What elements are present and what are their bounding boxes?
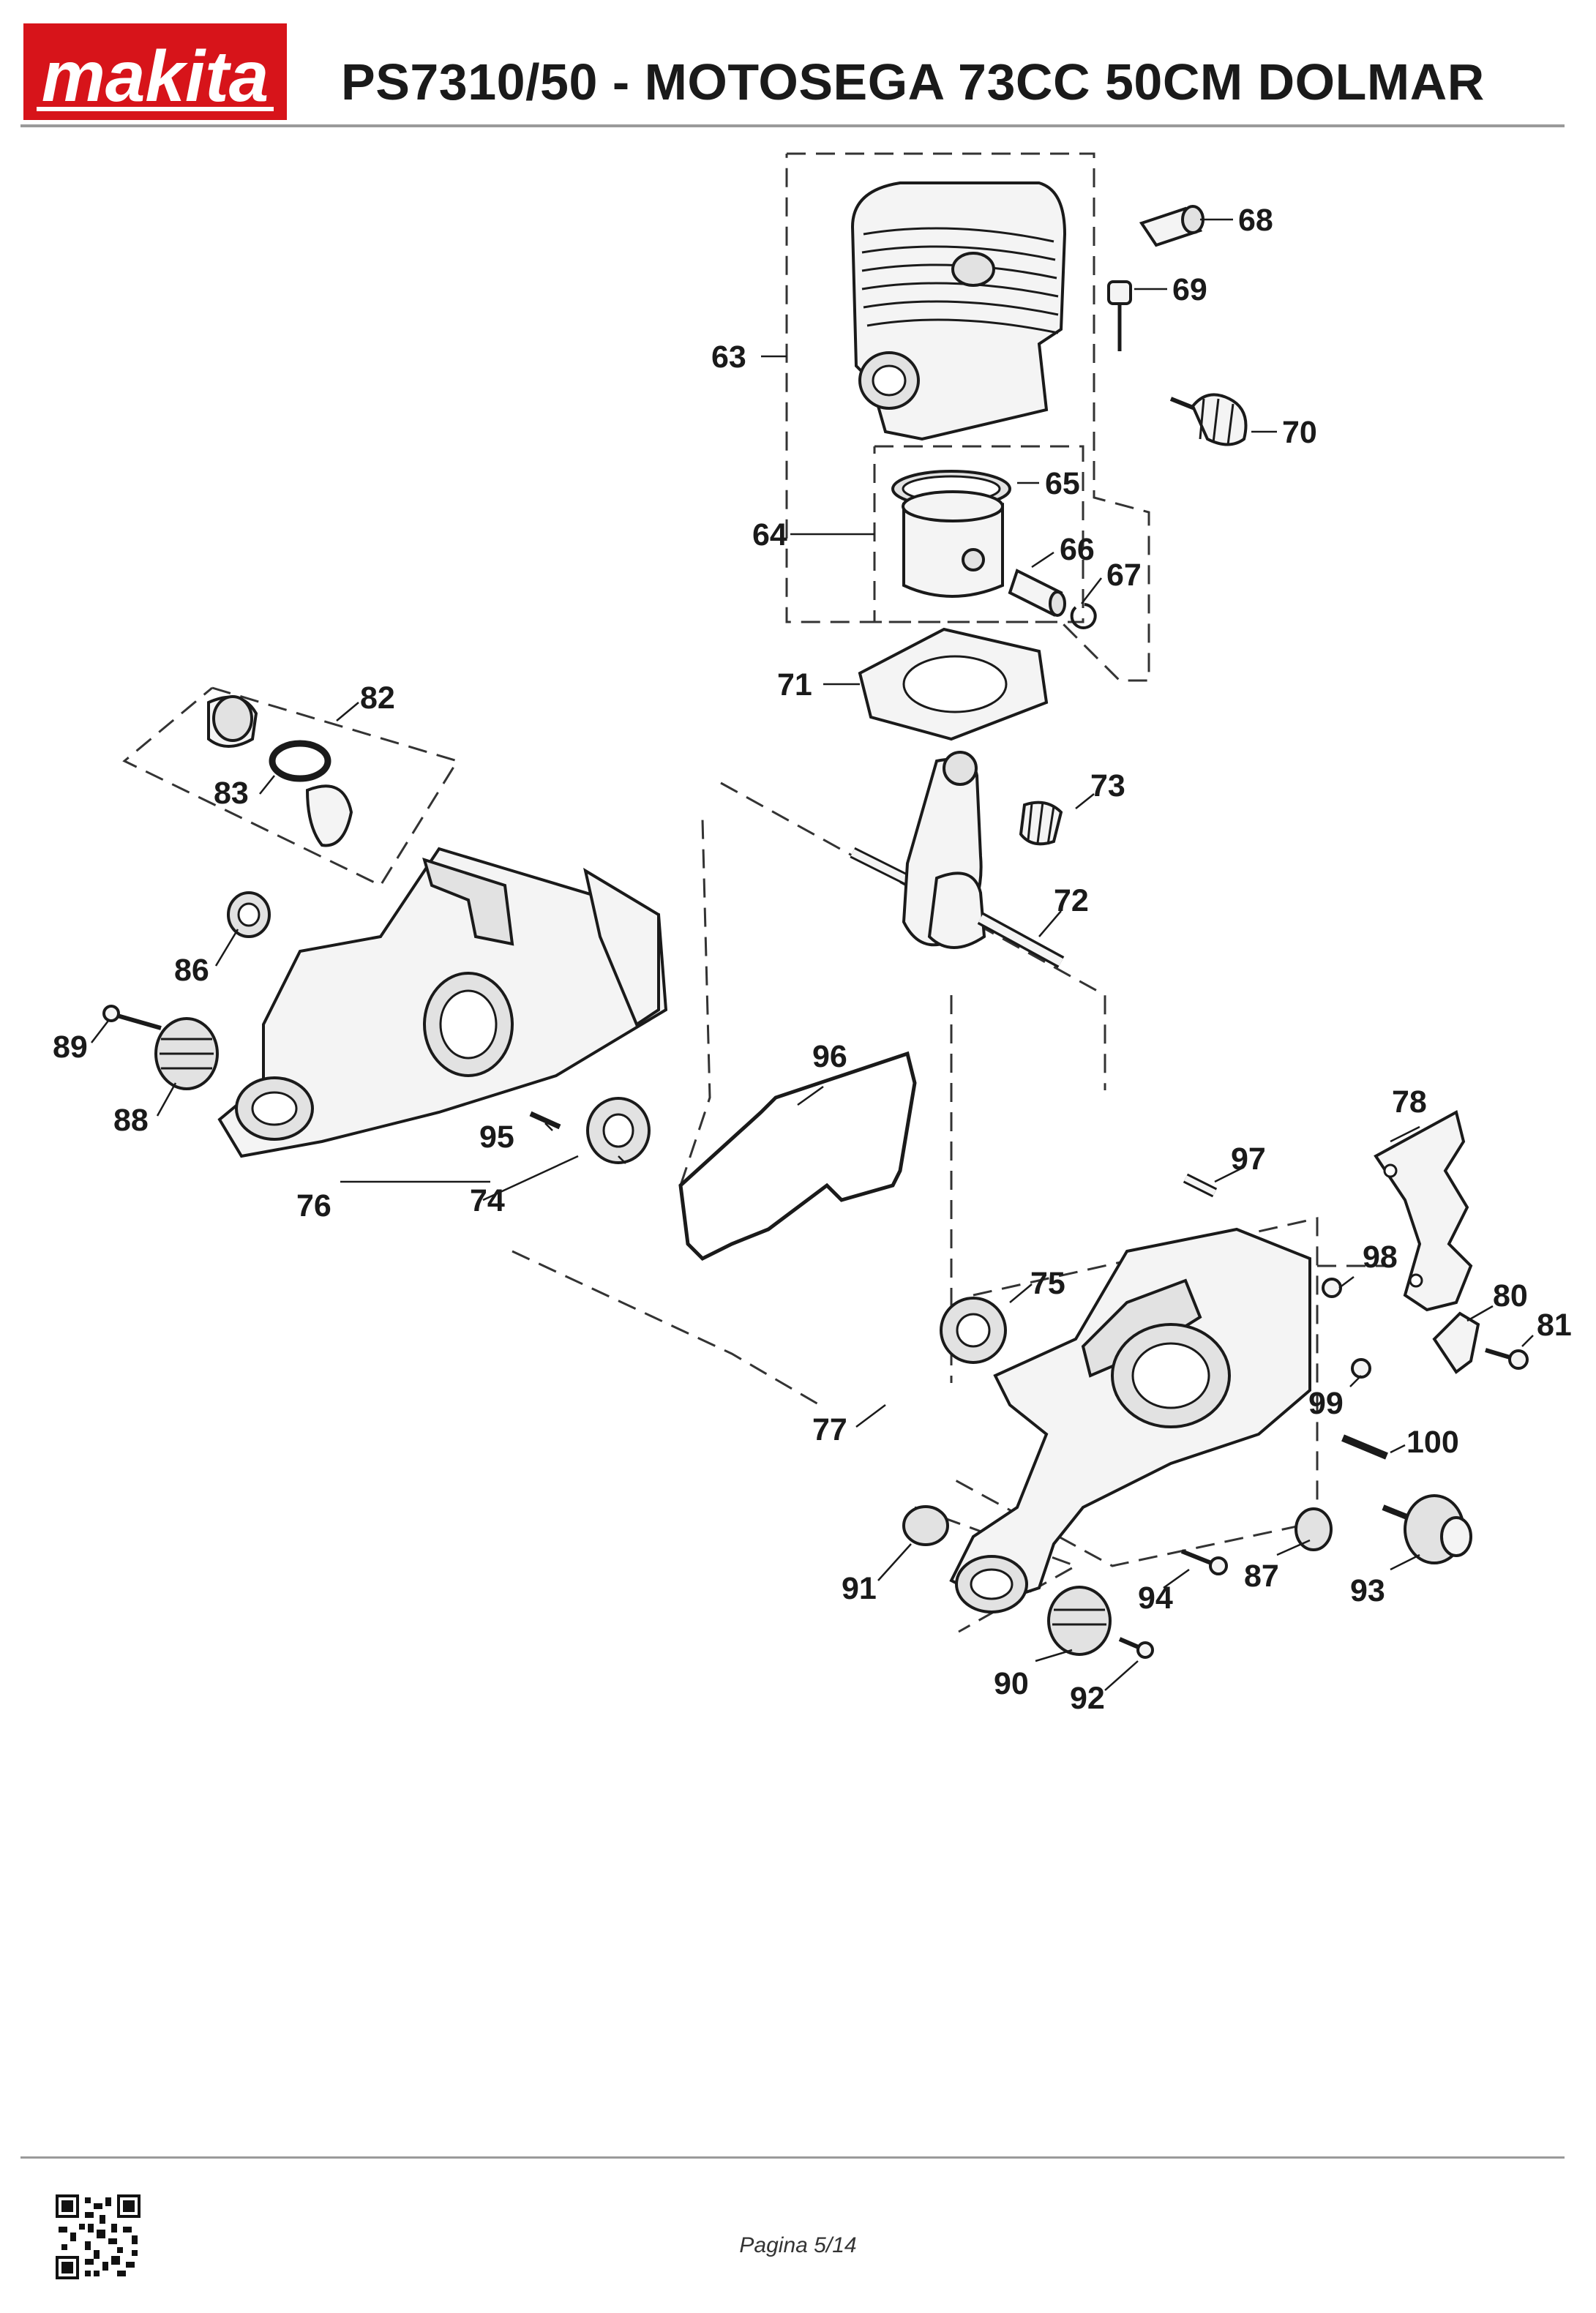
buffer-87-part [1295,1507,1333,1551]
piston-part [891,470,1011,598]
callout-86: 86 [174,953,209,988]
buffer-88-part [154,1017,219,1090]
circlip-part [1070,603,1097,629]
callout-83: 83 [214,776,249,811]
right-crankcase-part [949,1227,1311,1613]
oil-pump-part [207,695,353,847]
callout-100: 100 [1406,1425,1459,1460]
gasket-71-part [858,627,1049,741]
callout-73: 73 [1090,768,1125,803]
logo-wordmark: makita [42,36,269,116]
callout-87: 87 [1244,1559,1279,1594]
callout-95: 95 [479,1120,514,1155]
gasket-96-part [678,1051,917,1262]
spring-70-part [1169,393,1248,446]
leader-lines [91,218,1534,1691]
plate-80-part [1432,1311,1480,1374]
nut-98-part [1322,1278,1342,1298]
needle-bearing-part [1019,801,1063,846]
screw-94-part [1180,1549,1228,1575]
page-title: PS7310/50 - MOTOSEGA 73CC 50CM DOLMAR [341,53,1485,110]
callout-93: 93 [1350,1573,1385,1608]
callout-99: 99 [1308,1386,1344,1421]
callout-71: 71 [777,667,812,702]
callout-81: 81 [1537,1308,1572,1343]
screw-69-part [1107,280,1132,351]
buffer-90-part [1047,1586,1112,1656]
spike-bumper-part [1374,1110,1473,1312]
seal-91-part [902,1505,949,1546]
stud-100-part [1341,1434,1388,1460]
callout-67: 67 [1106,558,1142,593]
callout-63: 63 [711,340,746,375]
callout-89: 89 [53,1030,88,1065]
callout-78: 78 [1392,1084,1427,1120]
buffer-93-part [1382,1494,1472,1564]
callout-82: 82 [360,681,395,716]
pin-95-part [529,1111,561,1130]
callout-98: 98 [1363,1240,1398,1275]
logo-underline [37,107,274,111]
makita-logo: makita [23,23,287,120]
page-number: Pagina 5/14 [739,2233,857,2257]
bearing-75-part [940,1297,1007,1364]
footer-divider [20,2156,1565,2159]
header-divider [20,124,1565,127]
screw-89-part [102,1005,162,1030]
cylinder-part [850,181,1067,441]
qr-code-icon [53,2192,143,2282]
callout-88: 88 [113,1103,149,1138]
logo-background [23,23,287,120]
callout-74: 74 [470,1183,505,1218]
piston-pin-part [1008,569,1066,617]
callout-69: 69 [1172,272,1207,307]
callout-92: 92 [1070,1681,1105,1716]
callout-64: 64 [752,517,787,552]
callout-90: 90 [994,1666,1029,1701]
small-fasteners [902,1173,1529,1659]
callout-66: 66 [1060,532,1095,567]
bearing-74-part [586,1097,651,1164]
callout-75: 75 [1030,1266,1065,1301]
callout-76: 76 [296,1188,331,1223]
callout-94: 94 [1138,1581,1173,1616]
callout-77: 77 [812,1412,847,1447]
callout-labels: 63 64 65 66 67 68 69 70 71 72 73 74 75 7… [53,203,1572,1716]
screw-81-part [1485,1348,1529,1370]
oil-seal-86-part [227,891,271,938]
callout-70: 70 [1282,415,1317,450]
decompression-valve-part [1139,205,1205,247]
nut-99-part [1351,1358,1371,1379]
callout-97: 97 [1231,1141,1266,1177]
callout-68: 68 [1238,203,1273,238]
left-crankcase-part [217,847,668,1158]
callout-91: 91 [842,1571,877,1606]
screw-92-part [1118,1637,1154,1659]
pin-97-part [1183,1173,1218,1198]
callout-72: 72 [1054,883,1089,918]
callout-65: 65 [1045,466,1080,501]
callout-80: 80 [1493,1278,1528,1313]
crankshaft-part [850,751,1065,968]
callout-96: 96 [812,1039,847,1074]
